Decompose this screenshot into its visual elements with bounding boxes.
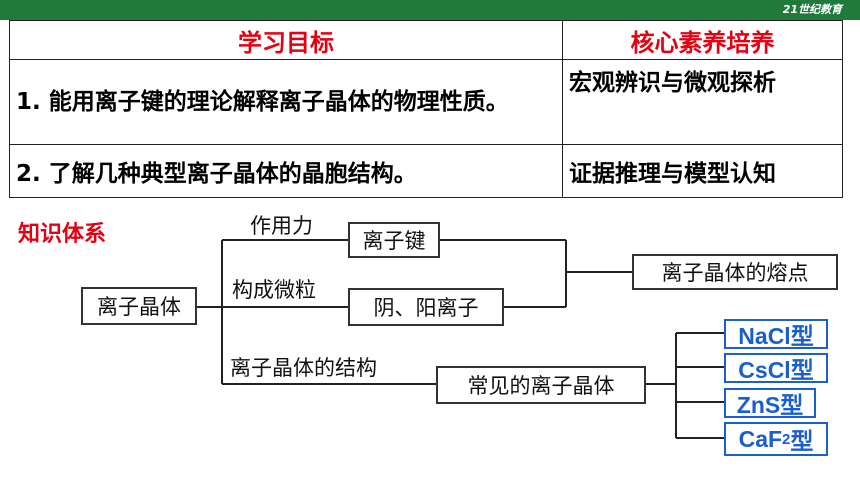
type-zns: ZnS型 xyxy=(724,388,816,418)
node-melting-point: 离子晶体的熔点 xyxy=(632,254,838,290)
goal-1: 1. 能用离子键的理论解释离子晶体的物理性质。 xyxy=(9,59,563,145)
type-label: NaCl型 xyxy=(738,323,814,349)
type-label: CaF xyxy=(738,425,783,452)
goals-table: 学习目标 核心素养培养 1. 能用离子键的理论解释离子晶体的物理性质。 宏观辨识… xyxy=(9,20,843,198)
label-force: 作用力 xyxy=(250,214,313,238)
label-structure: 离子晶体的结构 xyxy=(230,356,377,380)
type-cscl: CsCl型 xyxy=(724,353,828,383)
node-common-crystals: 常见的离子晶体 xyxy=(436,366,646,404)
table-row: 2. 了解几种典型离子晶体的晶胞结构。 证据推理与模型认知 xyxy=(9,144,843,198)
node-ions: 阴、阳离子 xyxy=(348,288,504,326)
label-particles: 构成微粒 xyxy=(232,278,316,302)
literacy-2: 证据推理与模型认知 xyxy=(562,144,843,198)
section-title: 知识体系 xyxy=(18,222,107,247)
header-learning-goals: 学习目标 xyxy=(9,20,563,60)
type-subscript: 2 xyxy=(782,430,791,448)
node-ionic-bond: 离子键 xyxy=(348,222,440,258)
table-row: 1. 能用离子键的理论解释离子晶体的物理性质。 宏观辨识与微观探析 xyxy=(9,59,843,145)
brand-logo: 21世纪教育 xyxy=(782,3,842,16)
type-label: CsCl型 xyxy=(738,357,814,383)
table-header-row: 学习目标 核心素养培养 xyxy=(9,20,843,60)
goal-2: 2. 了解几种典型离子晶体的晶胞结构。 xyxy=(9,144,563,198)
type-nacl: NaCl型 xyxy=(724,319,828,349)
header-core-literacy: 核心素养培养 xyxy=(562,20,843,60)
type-suffix: 型 xyxy=(790,428,814,454)
literacy-1: 宏观辨识与微观探析 xyxy=(562,59,843,145)
top-bar: 21世纪教育 xyxy=(0,0,860,20)
root-node: 离子晶体 xyxy=(81,287,197,325)
type-label: ZnS型 xyxy=(736,392,804,418)
